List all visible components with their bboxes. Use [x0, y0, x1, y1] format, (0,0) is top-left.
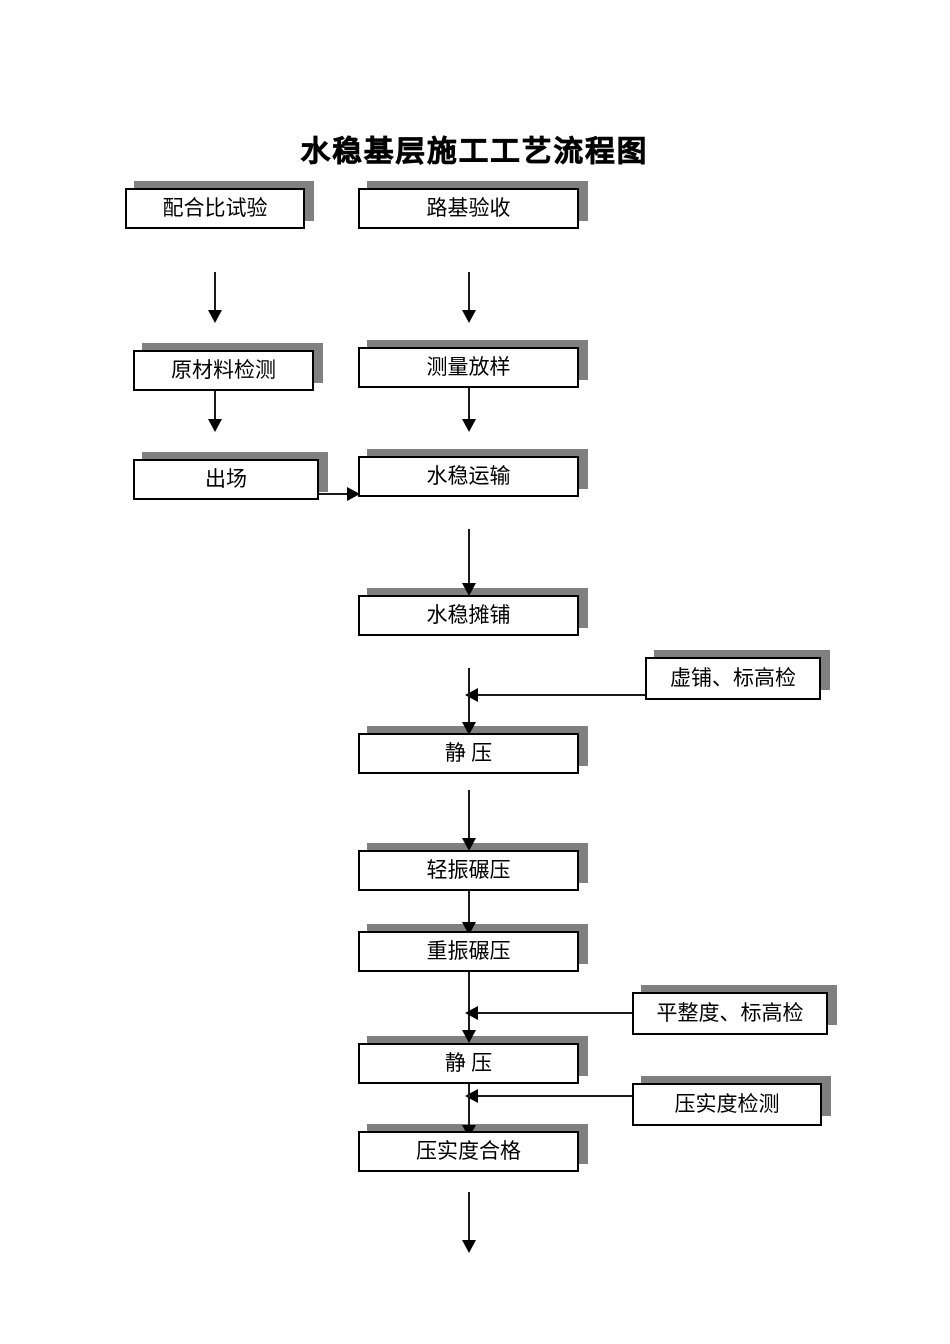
edge-arrowhead-leave-plant-to-transport — [347, 487, 360, 501]
edge-arrowhead-survey-to-transport — [462, 419, 476, 432]
node-loose-level-check[interactable]: 虚铺、标高检 — [645, 657, 821, 700]
edge-static-press-2-to-compaction-pass — [468, 1084, 470, 1135]
edge-arrowhead-transport-to-paving — [462, 583, 476, 596]
edge-arrowhead-subgrade-to-survey — [462, 310, 476, 323]
edge-leave-plant-to-transport — [312, 493, 358, 495]
edge-transport-to-paving — [468, 529, 470, 589]
edge-arrowhead-compaction-pass-to-next — [462, 1240, 476, 1253]
edge-survey-to-transport — [468, 388, 470, 423]
edge-mix-design-to-raw-material — [214, 272, 216, 314]
node-flatness-level-check[interactable]: 平整度、标高检 — [632, 992, 828, 1035]
edge-arrowhead-paving-to-static-press-1 — [462, 722, 476, 735]
node-leave-plant[interactable]: 出场 — [133, 459, 319, 500]
node-static-press-2[interactable]: 静 压 — [358, 1043, 579, 1084]
edge-heavy-vibration-to-static-press-2 — [468, 972, 470, 1038]
node-subgrade-acceptance[interactable]: 路基验收 — [358, 188, 579, 229]
node-survey-setout[interactable]: 测量放样 — [358, 347, 579, 388]
edge-raw-material-to-leave-plant — [214, 391, 216, 423]
edge-static-press-1-to-light-vibration — [468, 790, 470, 846]
edge-paving-to-static-press-1 — [468, 668, 470, 730]
edge-arrowhead-raw-material-to-leave-plant — [208, 419, 222, 432]
node-mix-design[interactable]: 配合比试验 — [125, 188, 305, 229]
node-cement-paving[interactable]: 水稳摊铺 — [358, 595, 579, 636]
edge-arrowhead-static-press-1-to-light-vibration — [462, 838, 476, 851]
edge-arrowhead-compaction-check-to-trunk — [465, 1089, 478, 1103]
edge-arrowhead-heavy-vibration-to-static-press-2 — [462, 1030, 476, 1043]
node-heavy-vibration[interactable]: 重振碾压 — [358, 931, 579, 972]
edge-compaction-check-to-trunk — [472, 1095, 634, 1097]
node-cement-transport[interactable]: 水稳运输 — [358, 456, 579, 497]
node-compaction-check[interactable]: 压实度检测 — [632, 1083, 822, 1126]
edge-flatness-check-to-trunk — [472, 1012, 634, 1014]
edge-arrowhead-mix-design-to-raw-material — [208, 310, 222, 323]
edge-arrowhead-loose-check-to-trunk — [465, 688, 478, 702]
edge-compaction-pass-to-next — [468, 1192, 470, 1244]
edge-loose-check-to-trunk — [472, 694, 647, 696]
page-title: 水稳基层施工工艺流程图 — [0, 128, 950, 170]
page-title-text: 水稳基层施工工艺流程图 — [301, 134, 649, 169]
node-raw-material-test[interactable]: 原材料检测 — [133, 350, 314, 391]
node-light-vibration[interactable]: 轻振碾压 — [358, 850, 579, 891]
node-compaction-pass[interactable]: 压实度合格 — [358, 1131, 579, 1172]
edge-arrowhead-flatness-check-to-trunk — [465, 1006, 478, 1020]
node-static-press-1[interactable]: 静 压 — [358, 733, 579, 774]
edge-light-to-heavy-vibration — [468, 891, 470, 931]
edge-subgrade-to-survey — [468, 272, 470, 314]
